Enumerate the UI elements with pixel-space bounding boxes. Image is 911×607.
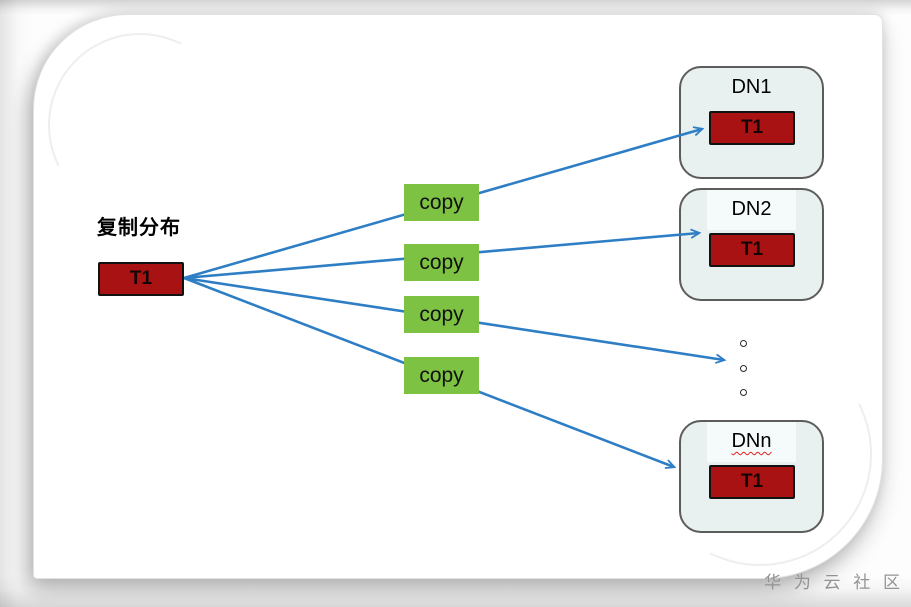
data-node-dn1: DN1 T1 bbox=[679, 66, 824, 179]
dnn-highlight-band bbox=[707, 422, 796, 462]
copy-box-3: copy bbox=[404, 296, 479, 333]
replication-title: 复制分布 bbox=[97, 217, 181, 239]
dn2-highlight-band bbox=[707, 190, 796, 230]
copy-box-4: copy bbox=[404, 357, 479, 394]
dnn-label: DNn bbox=[731, 430, 772, 452]
ellipsis-dot bbox=[740, 365, 747, 372]
dnn-table-t1: T1 bbox=[709, 465, 795, 499]
data-node-dn2: DN2 T1 bbox=[679, 188, 824, 301]
ellipsis-dot bbox=[740, 340, 747, 347]
ellipsis-dot bbox=[740, 389, 747, 396]
dn1-table-t1: T1 bbox=[709, 111, 795, 145]
huawei-cloud-community-watermark: 华 为 云 社 区 bbox=[764, 573, 904, 592]
diagram-card: 复制分布 T1 copy copy copy copy DN1 T1 DN2 T… bbox=[33, 14, 883, 579]
dn1-label: DN1 bbox=[731, 76, 772, 98]
source-table-t1: T1 bbox=[98, 262, 184, 296]
dn2-label: DN2 bbox=[731, 198, 772, 220]
data-node-dnn: DNn T1 bbox=[679, 420, 824, 533]
decorative-arc-top-left bbox=[48, 33, 192, 177]
copy-box-2: copy bbox=[404, 244, 479, 281]
dn2-table-t1: T1 bbox=[709, 233, 795, 267]
copy-box-1: copy bbox=[404, 184, 479, 221]
